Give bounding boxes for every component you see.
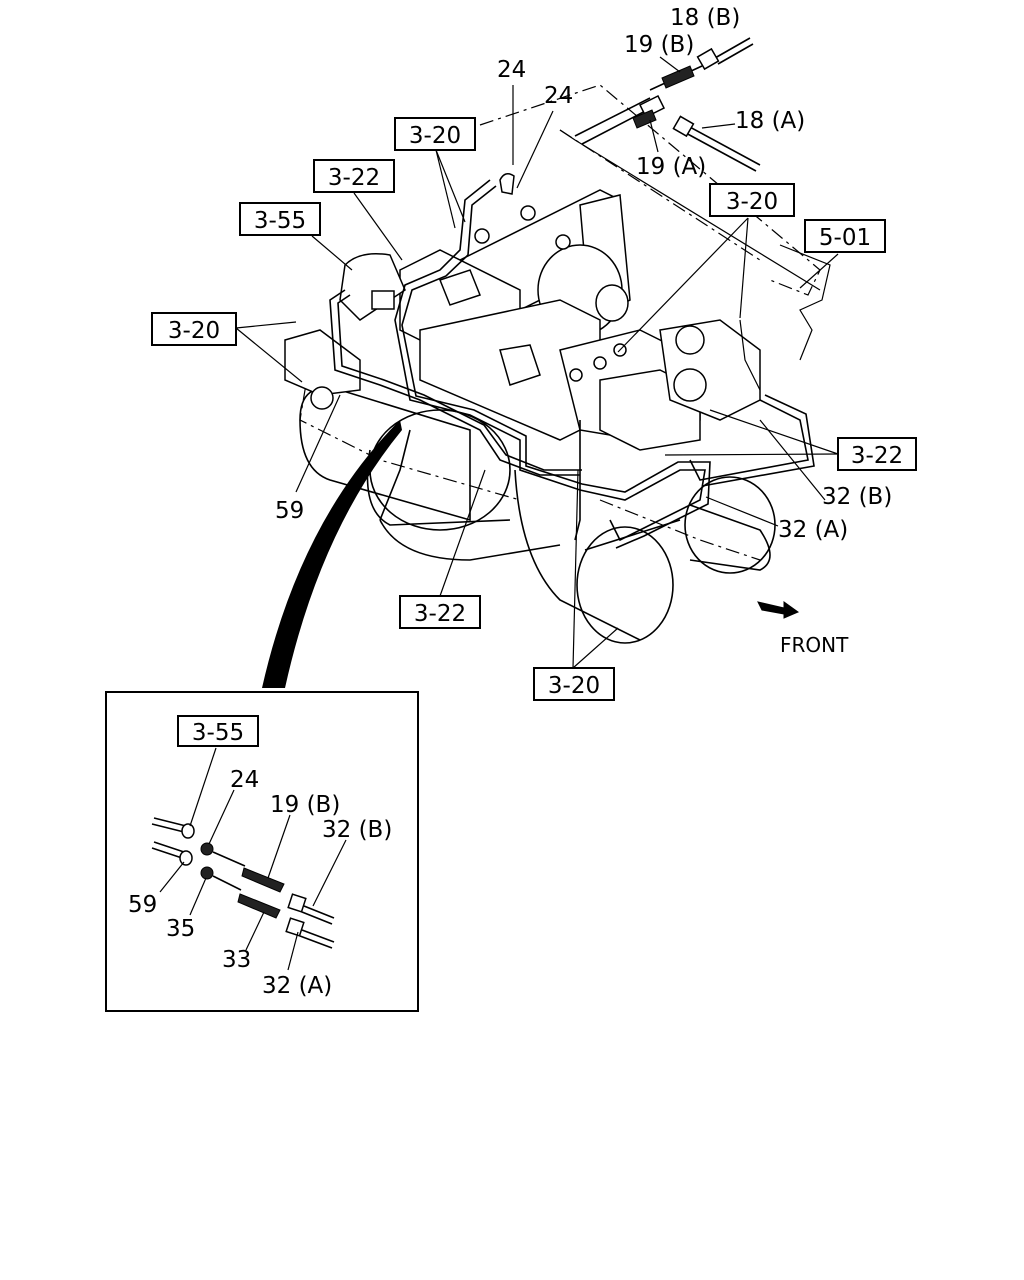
label-19b: 19 (B) xyxy=(624,32,694,58)
svg-text:3-20: 3-20 xyxy=(548,673,600,699)
ref-box-5-01: 5-01 xyxy=(804,219,886,253)
ref-box-3-55-top: 3-55 xyxy=(239,202,321,236)
air-tanks xyxy=(299,387,776,644)
ref-box-3-20-top: 3-20 xyxy=(394,117,476,151)
inset-label-35: 35 xyxy=(166,916,195,942)
svg-text:3-22: 3-22 xyxy=(414,601,466,627)
label-24-left: 24 xyxy=(497,57,526,83)
label-59: 59 xyxy=(275,498,304,524)
svg-text:3-20: 3-20 xyxy=(409,123,461,149)
label-32a: 32 (A) xyxy=(778,517,848,543)
air-pipes xyxy=(329,179,815,549)
detail-callout-wedge xyxy=(262,420,402,688)
svg-text:3-22: 3-22 xyxy=(851,443,903,469)
label-32b: 32 (B) xyxy=(822,484,892,510)
ref-box-3-20-bottom: 3-20 xyxy=(533,667,615,701)
inset-label-59: 59 xyxy=(128,892,157,918)
ref-box-3-20-right: 3-20 xyxy=(709,183,795,217)
front-arrow-icon xyxy=(757,601,800,619)
leader-lines xyxy=(235,56,839,669)
inset-label-24: 24 xyxy=(230,767,259,793)
label-18a: 18 (A) xyxy=(735,108,805,134)
inset-label-33: 33 xyxy=(222,947,251,973)
valve-assembly xyxy=(284,189,761,451)
svg-text:3-55: 3-55 xyxy=(192,720,244,746)
svg-text:3-22: 3-22 xyxy=(328,165,380,191)
svg-text:3-20: 3-20 xyxy=(168,318,220,344)
ref-box-3-22-top: 3-22 xyxy=(313,159,395,193)
ref-box-3-55-inset: 3-55 xyxy=(177,715,259,747)
label-24-right: 24 xyxy=(544,83,573,109)
inset-label-32a: 32 (A) xyxy=(262,973,332,999)
ref-box-3-22-bottom: 3-22 xyxy=(399,595,481,629)
svg-text:3-55: 3-55 xyxy=(254,208,306,234)
label-18b: 18 (B) xyxy=(670,5,740,31)
svg-text:5-01: 5-01 xyxy=(819,225,871,251)
ref-box-3-22-right: 3-22 xyxy=(837,437,917,471)
loose-fittings-top xyxy=(499,37,761,195)
svg-text:3-20: 3-20 xyxy=(726,189,778,215)
inset-label-19b: 19 (B) xyxy=(270,792,340,818)
label-19a: 19 (A) xyxy=(636,154,706,180)
inset-label-32b: 32 (B) xyxy=(322,817,392,843)
label-front: FRONT xyxy=(780,633,849,657)
detail-inset: 3-55 24 19 (B) 32 (B) 59 35 xyxy=(105,691,419,1012)
ref-box-3-20-left: 3-20 xyxy=(151,312,237,346)
